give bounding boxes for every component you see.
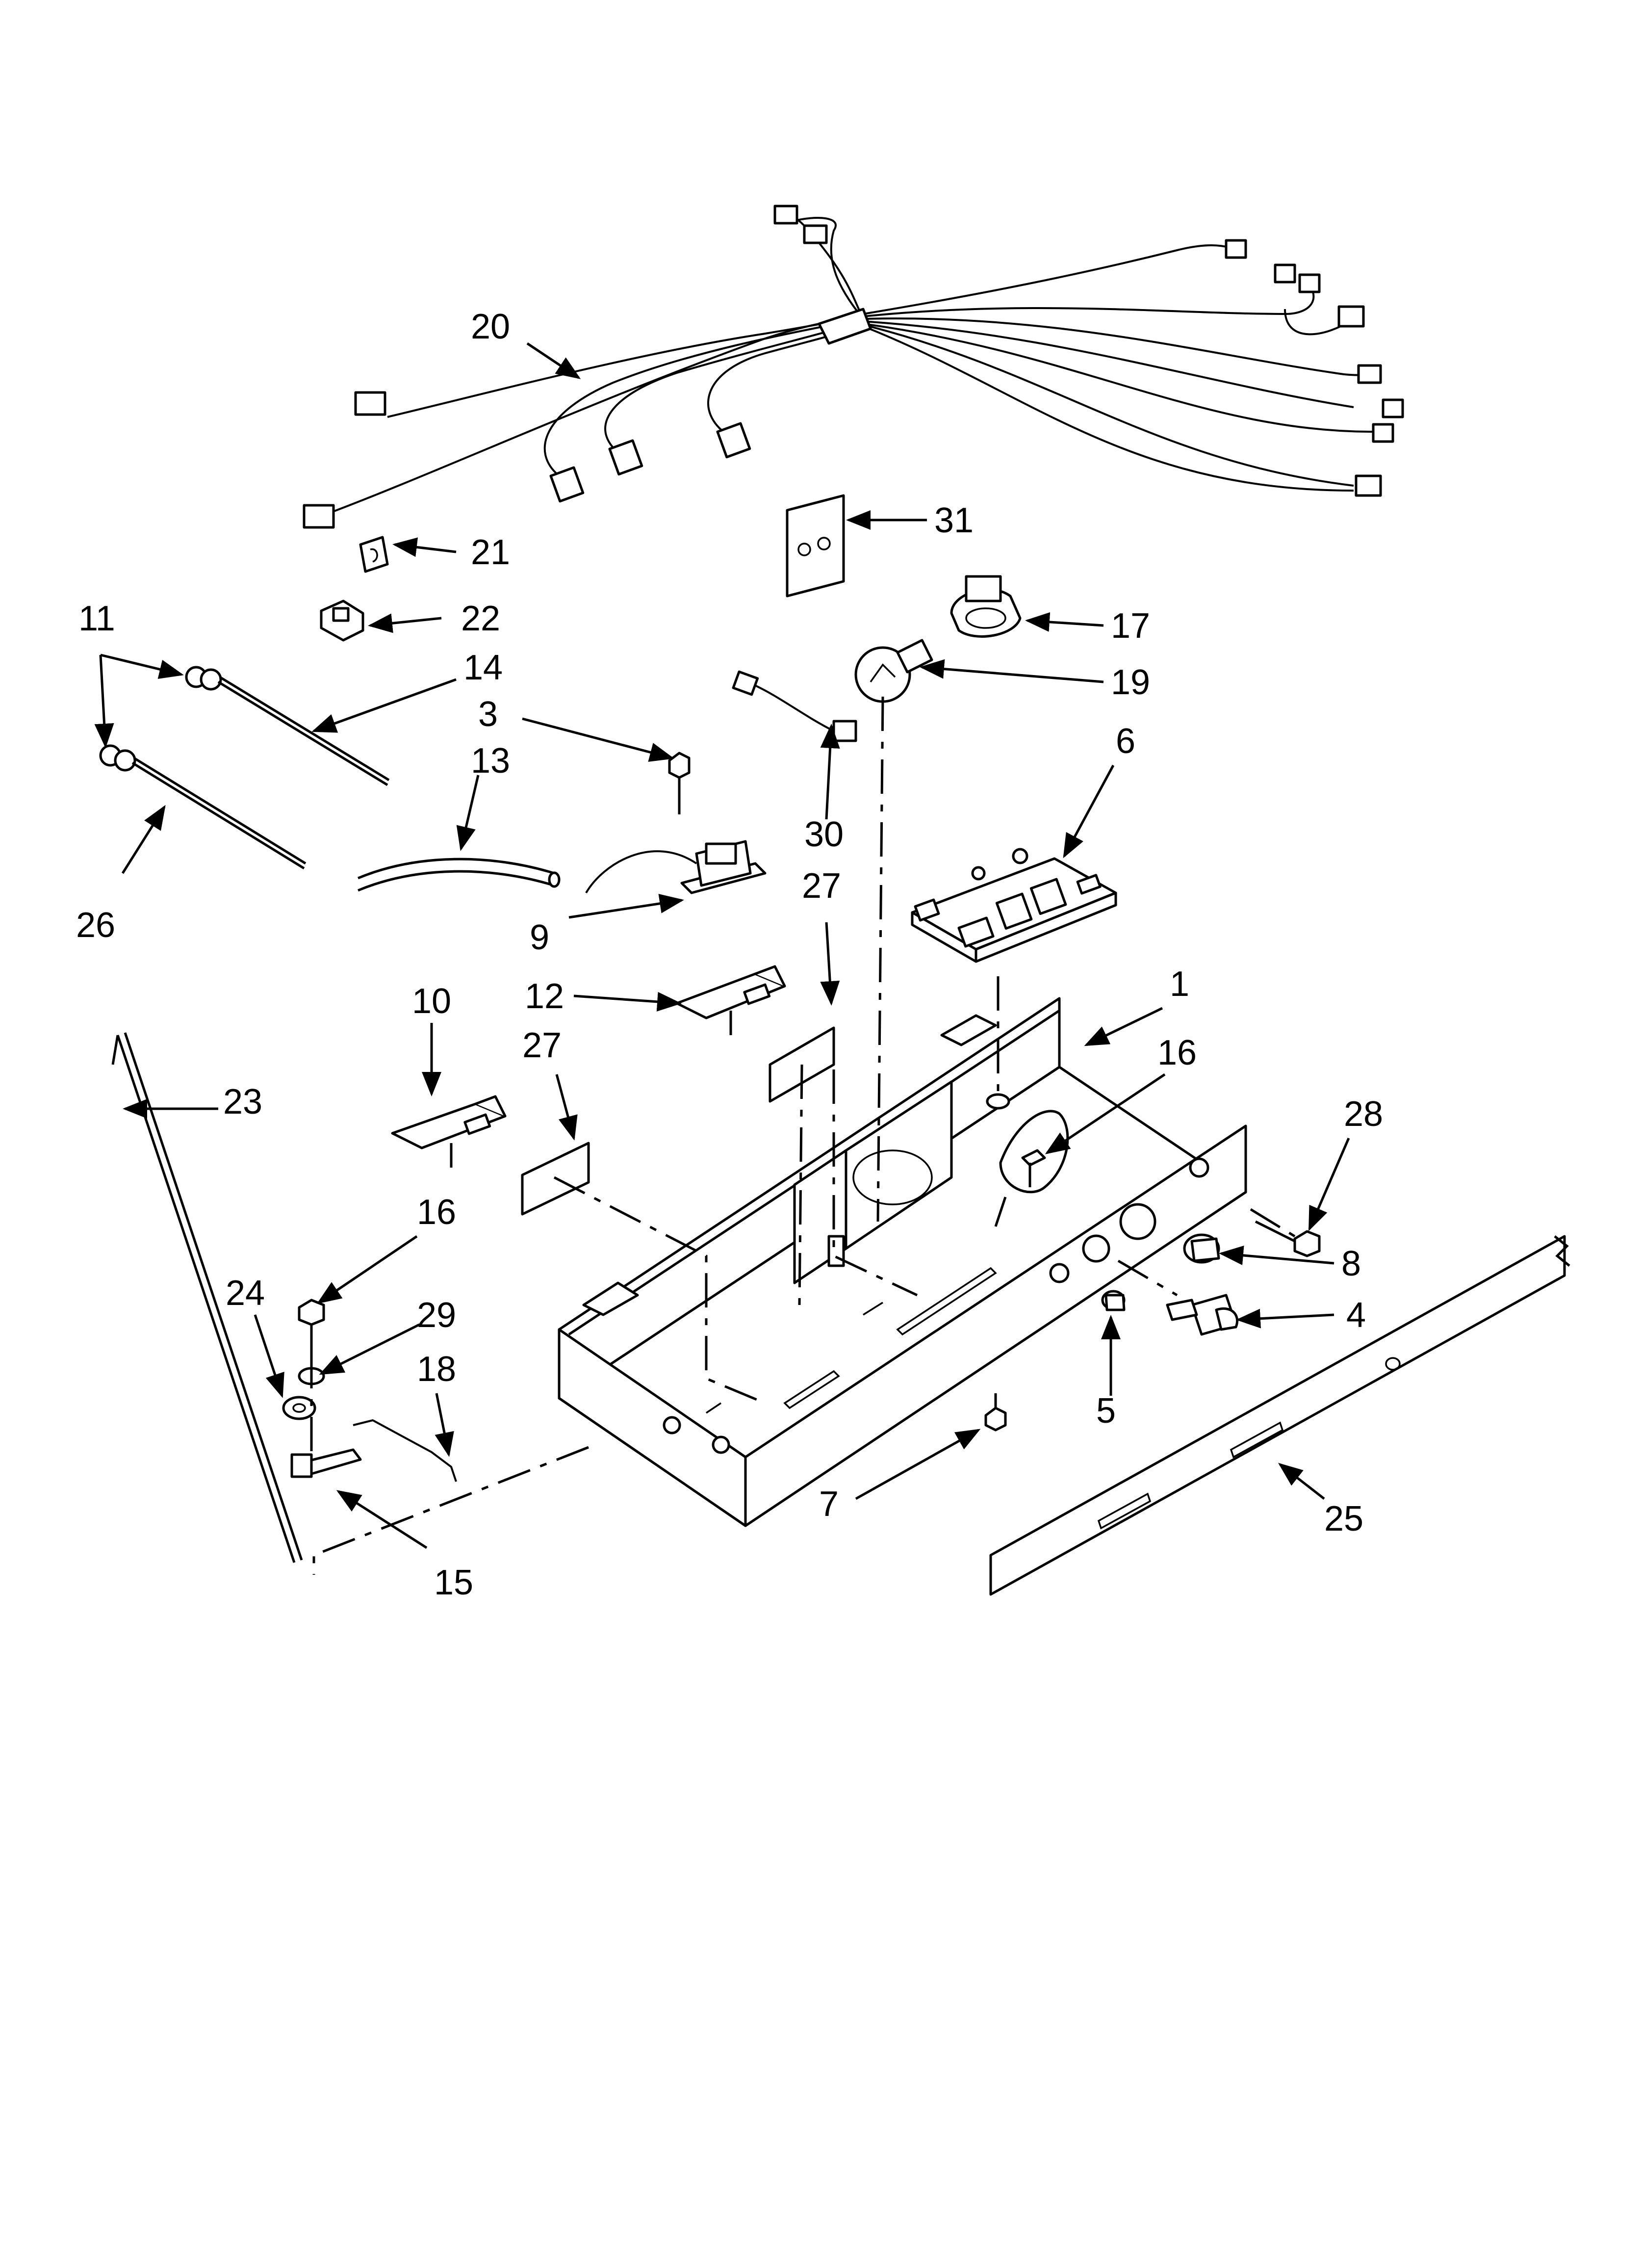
part-7-screw [984,1393,1007,1432]
assembly-lines [310,696,1296,1575]
callout-16a: 16 [417,1193,456,1232]
part-21-clip [359,536,389,573]
callout-21: 21 [471,533,510,572]
part-26-rod [99,744,307,870]
callout-6: 6 [1116,722,1135,761]
part-24-washer [282,1396,316,1420]
callout-13: 13 [471,741,510,781]
part-9-switch [585,840,767,894]
callout-12: 12 [525,977,564,1016]
part-23-rod [111,1032,303,1563]
part-14-rod [185,666,390,786]
callout-3: 3 [478,695,498,734]
callout-14: 14 [463,648,503,687]
part-19-light-bulb [854,639,933,703]
part-10-bracket [391,1095,507,1168]
callout-27a: 27 [802,866,841,906]
part-16a-screw [298,1299,325,1354]
part-13-tube [358,858,561,892]
part-25-front-panel [989,1235,1570,1596]
callout-22: 22 [461,599,500,638]
part-6-control-board [911,848,1117,963]
part-18-spring [353,1419,457,1482]
callout-11: 11 [78,599,115,638]
callout-19: 19 [1111,663,1150,702]
callout-23: 23 [223,1082,262,1121]
part-15-hinge [290,1448,362,1478]
part-1-control-housing [558,997,1247,1527]
callout-27b: 27 [522,1026,562,1065]
part-8-knob [1183,1233,1220,1264]
part-17-light-socket [950,575,1022,638]
callout-26: 26 [76,906,115,945]
callout-28: 28 [1344,1095,1383,1134]
callout-5: 5 [1096,1391,1116,1431]
callout-7: 7 [819,1485,839,1524]
callout-29: 29 [417,1296,456,1335]
callout-24: 24 [226,1274,265,1313]
part-31-pad [786,494,845,598]
callout-30: 30 [804,815,844,854]
callout-16b: 16 [1157,1033,1197,1072]
callout-numbers: 20 21 22 31 17 19 11 14 3 13 30 6 26 9 2… [76,307,1383,1602]
part-3-screw [668,752,691,814]
part-12-bracket [675,965,786,1035]
part-30-jumper-wire [732,670,857,742]
callout-31: 31 [934,501,974,540]
callout-8: 8 [1341,1244,1361,1283]
leader-arrows [94,342,1350,1549]
callout-18: 18 [417,1350,456,1389]
callout-20: 20 [471,307,510,346]
callout-10: 10 [412,982,451,1021]
callout-1: 1 [1170,965,1189,1004]
callout-9: 9 [530,918,549,957]
part-4-rocker-switch [1166,1294,1239,1336]
callout-15: 15 [434,1563,473,1602]
callout-4: 4 [1346,1296,1366,1335]
callout-25: 25 [1324,1499,1363,1538]
part-22-holder [320,600,364,642]
part-5-button [1101,1290,1126,1311]
part-28-screw [1255,1220,1321,1257]
wire-harness [303,205,1404,529]
callout-17: 17 [1111,606,1150,646]
